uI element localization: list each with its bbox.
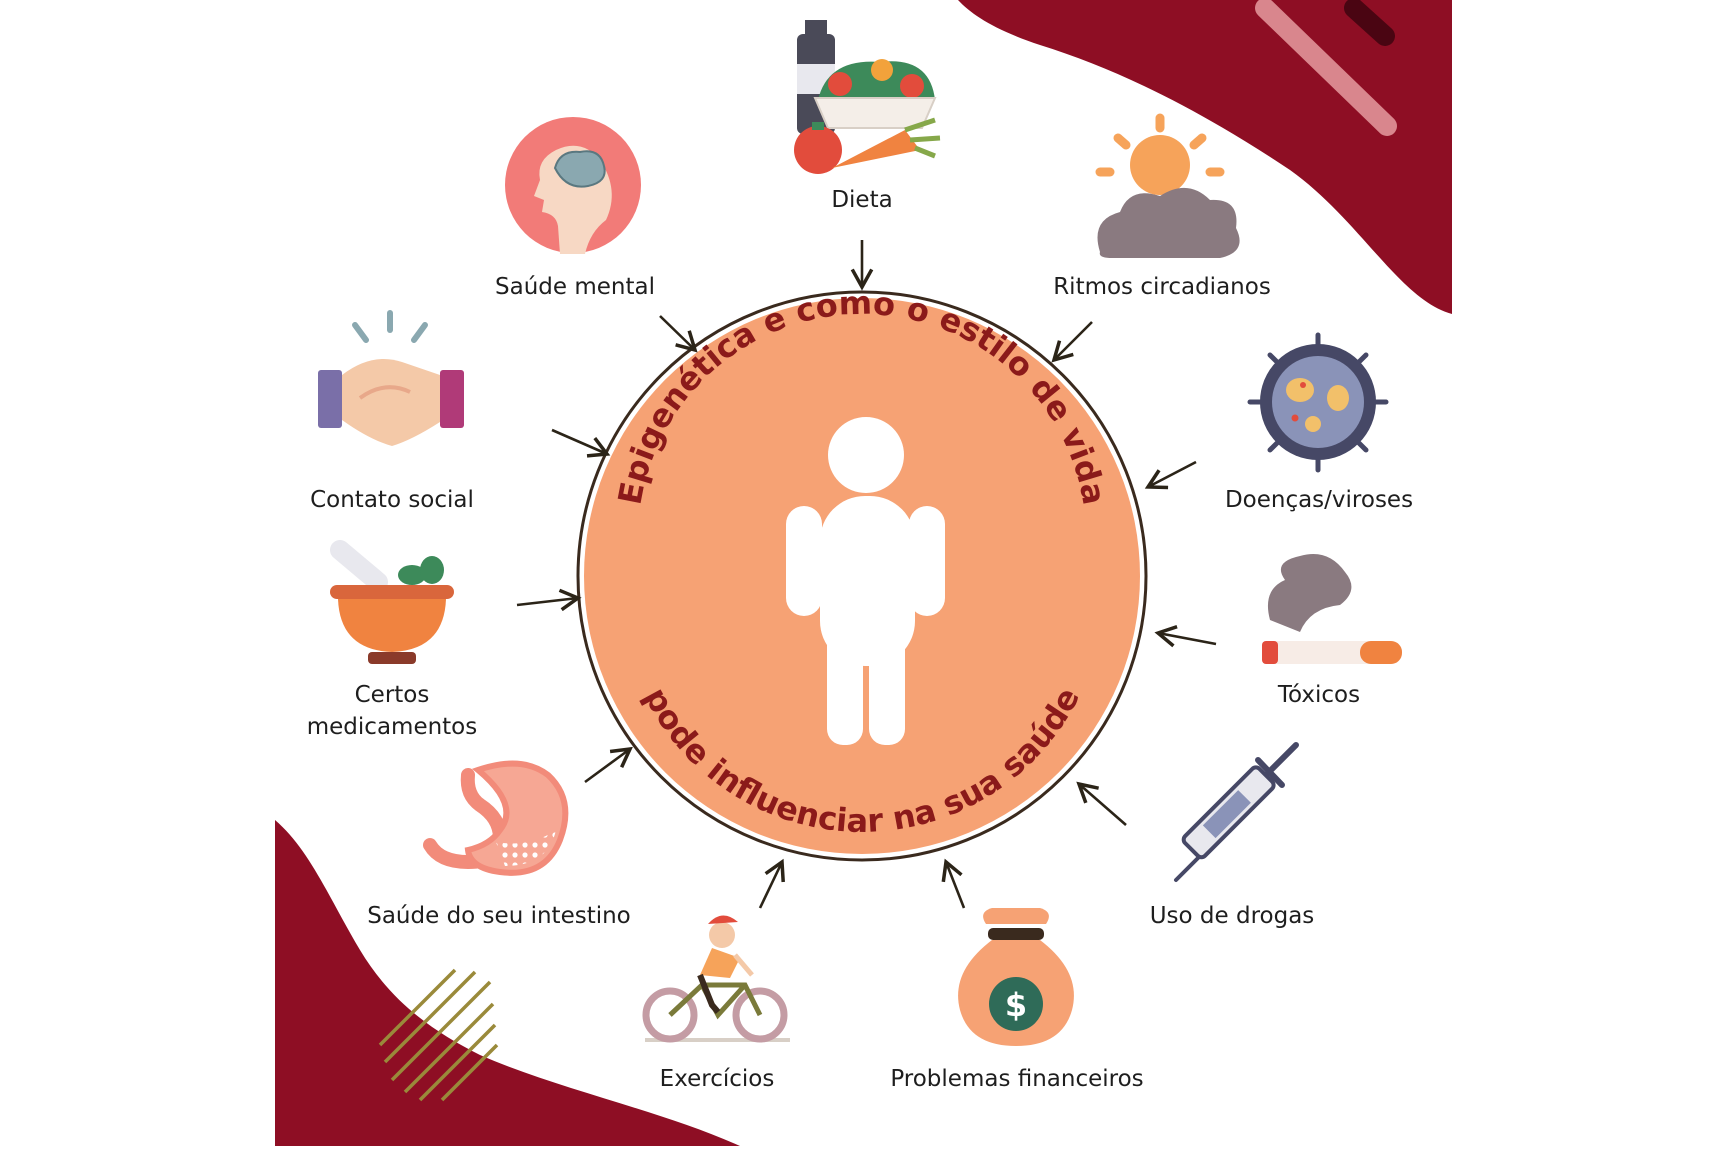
cyclist-icon [642,915,790,1043]
label-contato-social: Contato social [310,487,474,513]
decor-blob-top-right [958,0,1452,314]
stomach-icon [423,760,569,876]
arrows [516,240,1217,909]
syringe-icon [1174,742,1299,882]
brain-head-icon [505,117,641,254]
decor-stripe [1344,0,1395,46]
food-icon [794,20,941,174]
label-exercicios: Exercícios [659,1066,775,1092]
mortar-pestle-icon [330,540,454,664]
decor-hatch [378,968,499,1102]
arrow-medicamentos [516,588,582,612]
money-bag-icon: $ [958,908,1074,1046]
arrow-financeiros [941,858,966,909]
arrow-drogas [1076,781,1127,826]
label-saude-mental: Saúde mental [495,274,655,300]
svg-text:$: $ [1005,986,1027,1024]
label-certos-medicamentos: Certos medicamentos [306,682,478,740]
label-doencas-viroses: Doenças/viroses [1224,487,1414,513]
label-ritmos-circadianos: Ritmos circadianos [1053,274,1271,300]
label-toxicos: Tóxicos [1277,682,1361,708]
arrow-ritmos [1051,321,1093,363]
arrow-toxicos [1154,625,1217,648]
arrow-social [551,428,611,458]
virus-icon [1247,332,1389,473]
label-saude-intestino: Saúde do seu intestino [367,903,631,929]
label-uso-de-drogas: Uso de drogas [1149,903,1315,929]
label-dieta: Dieta [831,187,893,213]
decor-blob-bottom-left [275,820,740,1146]
sun-cloud-icon [1095,113,1240,258]
decor-stripe [1255,0,1397,136]
handshake-icon [318,310,464,446]
label-problemas-financeiros: Problemas financeiros [890,1066,1144,1092]
arrow-intestino [584,746,633,784]
arrow-mental [659,315,698,353]
arrow-doencas [1144,460,1197,490]
arrow-exercicios [758,858,785,909]
person-icon [786,417,945,745]
cigarette-smoke-icon [1262,554,1402,664]
